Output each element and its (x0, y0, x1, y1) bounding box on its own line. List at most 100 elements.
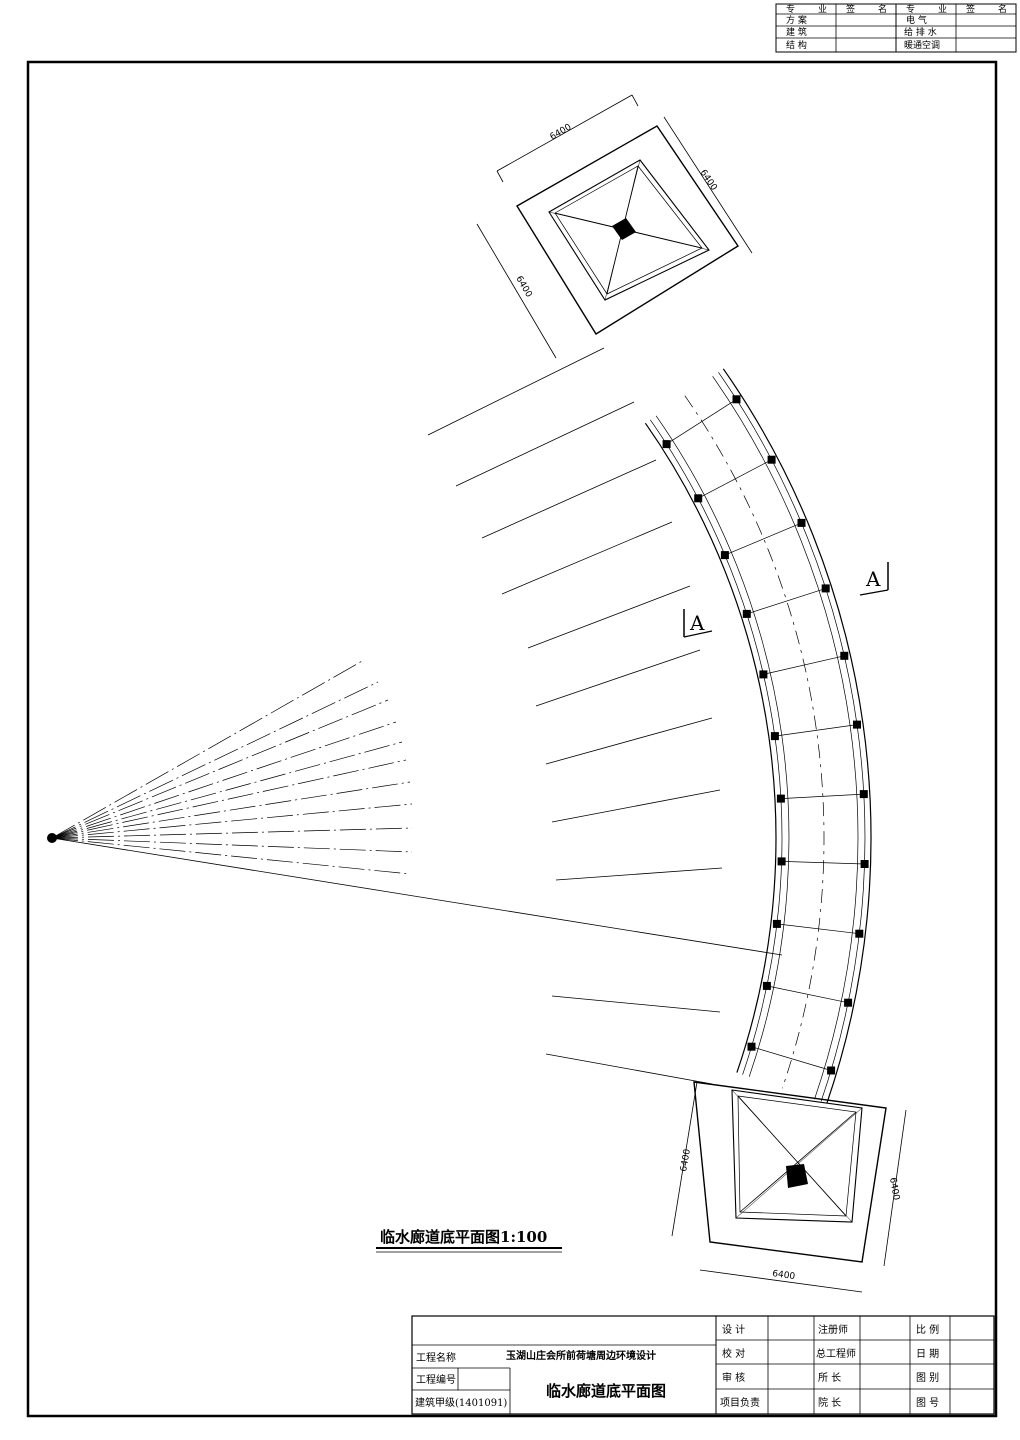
radial-line (501, 521, 673, 595)
top-pavilion: 6400 6400 6400 (476, 94, 753, 359)
corridor-column (827, 1066, 836, 1075)
role-label: 审 核 (722, 1371, 745, 1384)
signoff-header: 名 (878, 3, 887, 15)
radial-line (51, 837, 783, 956)
corridor-column (777, 857, 786, 866)
corridor-column (840, 651, 849, 660)
corridor-column (797, 518, 806, 527)
signoff-table: 专 业 签 名 专 业 签 名 方 案 电 气 建 筑 给 排 水 结 构 暖通… (775, 3, 1017, 53)
corridor-edge (722, 368, 872, 1104)
signoff-discipline: 结 构 (786, 39, 807, 51)
fan-line (51, 721, 397, 839)
corridor-column (770, 732, 779, 741)
fan-line (51, 759, 407, 839)
corridor-beam (763, 655, 845, 675)
role-label: 所 长 (818, 1372, 841, 1384)
corridor-centerline (684, 395, 825, 1089)
corridor-column (860, 860, 869, 868)
role-label: 总工程师 (816, 1347, 856, 1360)
project-number-label: 工程编号 (416, 1373, 456, 1386)
signoff-header: 业 (818, 4, 827, 15)
corridor-column (742, 609, 751, 618)
role-label: 比 例 (916, 1323, 939, 1336)
signoff-discipline: 方 案 (786, 14, 807, 26)
dimension-label: 6400 (887, 1177, 901, 1202)
corridor-beam (774, 724, 858, 737)
project-name-label: 工程名称 (416, 1351, 456, 1364)
corridor-edge (655, 415, 790, 1077)
bottom-pavilion: 6400 6400 6400 (671, 1081, 907, 1293)
fan-center-point (47, 833, 57, 843)
fan-line (51, 681, 379, 839)
fan-line (51, 827, 413, 839)
corridor-beam (780, 793, 864, 799)
role-label: 院 长 (818, 1396, 841, 1409)
corridor-column (844, 998, 853, 1007)
pavilion-column (612, 218, 636, 240)
corridor-beam (666, 399, 737, 445)
corridor-column (747, 1042, 756, 1051)
corridor-column (694, 494, 703, 503)
project-name-value: 玉湖山庄会所前荷塘周边环境设计 (506, 1349, 656, 1362)
corridor-beam (781, 861, 865, 865)
corridor-column (772, 919, 781, 928)
signoff-discipline: 电 气 (906, 14, 927, 26)
radial-line (551, 995, 721, 1013)
section-letter: A (689, 611, 705, 635)
corridor-beam (751, 1046, 832, 1071)
corridor-beam (776, 923, 860, 935)
plan-title-text: 临水廊道底平面图1:100 (380, 1228, 547, 1246)
signoff-discipline: 暖通空调 (904, 39, 940, 51)
signoff-discipline: 建 筑 (786, 26, 807, 38)
fan-line (51, 659, 365, 839)
fan-line (51, 837, 411, 875)
role-label: 项目负责 (720, 1396, 760, 1409)
corridor-column (776, 794, 785, 803)
corridor-beam (746, 588, 826, 615)
signoff-discipline: 给 排 水 (904, 26, 937, 38)
fan-line (51, 741, 403, 839)
radial-line (481, 459, 657, 539)
fan-line (51, 781, 411, 839)
corridor-column (720, 551, 729, 560)
corridor-column (662, 440, 671, 449)
radial-line (555, 867, 723, 881)
role-label: 设 计 (722, 1323, 745, 1336)
radial-line (551, 789, 721, 823)
radial-line (545, 717, 713, 765)
signoff-header: 名 (998, 3, 1007, 15)
signoff-header: 业 (938, 4, 947, 15)
role-label: 校 对 (722, 1347, 745, 1360)
corridor-column (821, 584, 830, 593)
radial-line (455, 401, 635, 487)
corridor-beam (766, 985, 849, 1004)
dimension-label: 6400 (679, 1148, 693, 1173)
fan-line (51, 837, 413, 853)
dimension-label: 6400 (772, 1269, 796, 1282)
role-label: 日 期 (916, 1348, 939, 1360)
role-label: 注册师 (818, 1323, 848, 1336)
title-block: 工程名称 玉湖山庄会所前荷塘周边环境设计 工程编号 建筑甲级(1401091) … (411, 1315, 995, 1415)
curved-corridor (644, 368, 872, 1104)
section-letter: A (865, 567, 881, 591)
signoff-header: 签 (846, 3, 855, 15)
radial-construction-lines (51, 347, 783, 1085)
pavilion-column (786, 1164, 808, 1188)
corridor-column (859, 790, 868, 799)
corridor-beam (724, 522, 802, 556)
radial-line (427, 347, 605, 436)
corridor-column (767, 455, 776, 464)
radial-line (535, 649, 701, 707)
radial-line (545, 1053, 713, 1085)
fan-line (51, 803, 413, 839)
plan-title: 临水廊道底平面图1:100 (376, 1228, 562, 1253)
role-label: 图 别 (916, 1372, 939, 1384)
signoff-header: 签 (966, 3, 975, 15)
corridor-column (762, 981, 771, 990)
signoff-header: 专 (786, 3, 795, 15)
corridor-column (855, 929, 864, 938)
drawing-name: 临水廊道底平面图 (546, 1382, 666, 1400)
dimension-label: 6400 (549, 122, 574, 142)
radial-line (527, 585, 691, 649)
